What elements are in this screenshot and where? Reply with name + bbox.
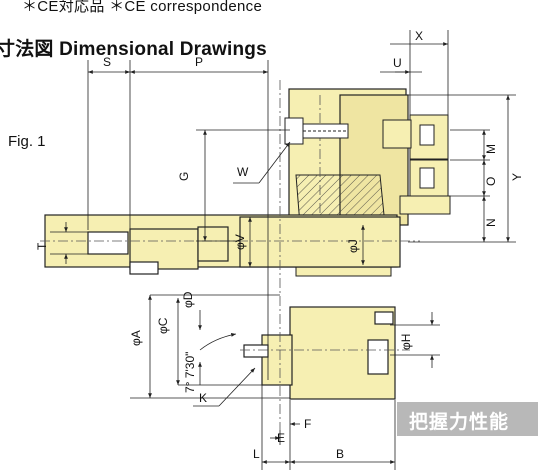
dim-label-s: S: [103, 55, 111, 69]
dim-label-a: φA: [129, 330, 143, 346]
dim-label-y: Y: [510, 173, 524, 181]
dim-label-t: T: [35, 242, 49, 250]
dim-label-angle: 7° 7'30": [183, 352, 197, 393]
dimension-lines: [50, 30, 516, 470]
dim-label-u: U: [393, 56, 402, 70]
chuck-lower-block: [243, 306, 396, 400]
dim-label-c: φC: [156, 317, 170, 334]
grip-force-banner: 把握力性能: [397, 402, 538, 436]
jaw-stack: [399, 114, 451, 215]
bolt-details: [284, 117, 412, 149]
page-title: 寸法図 Dimensional Drawings: [0, 39, 267, 60]
dim-label-o: O: [484, 177, 498, 186]
dim-label-b: B: [336, 447, 344, 461]
dim-label-d: φD: [181, 291, 195, 308]
dim-label-k: K: [199, 391, 207, 405]
dim-label-l: L: [253, 447, 260, 461]
dim-label-j: φJ: [346, 239, 360, 253]
dim-label-m: M: [484, 144, 498, 154]
dim-label-v: φV: [233, 234, 247, 250]
dim-label-x: X: [415, 29, 423, 43]
figure-label: Fig. 1: [8, 133, 46, 150]
dim-label-h: φH: [399, 334, 413, 350]
dim-label-f: F: [304, 417, 311, 431]
dim-label-n: N: [484, 218, 498, 227]
dim-label-w: W: [237, 165, 249, 179]
ce-correspondence-note: ＊CE対応品 ＊CE correspondence: [22, 0, 263, 15]
dim-label-p: P: [195, 55, 203, 69]
dim-label-e: E: [277, 431, 285, 445]
dim-label-g: G: [177, 172, 191, 181]
banner-text: 把握力性能: [409, 412, 510, 433]
